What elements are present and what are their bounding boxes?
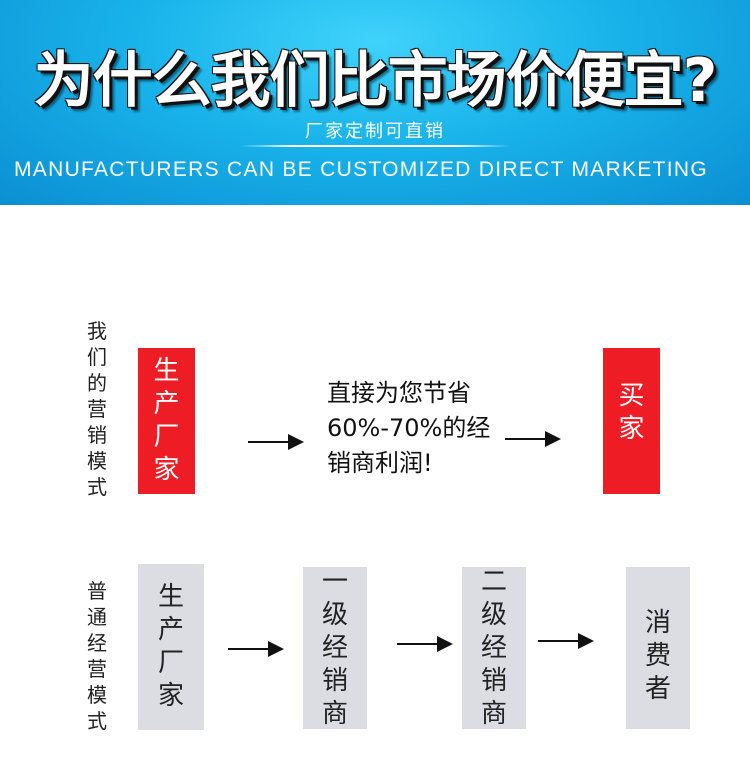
box-char: 厂 <box>153 422 180 452</box>
label-char: 营 <box>87 397 107 421</box>
banner-subtitle: 厂家定制可直销 <box>305 121 445 142</box>
normal-producer-box: 生 产 厂 家 <box>138 564 204 730</box>
arrow-right-icon <box>397 636 453 652</box>
box-char: 费 <box>644 641 671 671</box>
box-char: 商 <box>321 698 348 729</box>
label-char: 的 <box>87 371 107 395</box>
label-char: 普 <box>87 579 107 603</box>
box-char: 家 <box>157 681 184 711</box>
arrow-right-icon <box>505 431 561 447</box>
box-char: 一 <box>321 566 348 597</box>
box-char: 家 <box>618 414 645 444</box>
consumer-box: 消 费 者 <box>626 567 690 729</box>
box-char: 买 <box>618 381 645 411</box>
label-char: 们 <box>87 345 107 369</box>
savings-line: 销商利润! <box>327 449 433 477</box>
label-char: 营 <box>87 657 107 681</box>
level2-distributor-box: 二 级 经 销 商 <box>462 567 526 729</box>
box-char: 生 <box>153 356 180 386</box>
box-char: 家 <box>153 455 180 485</box>
page-title: 为什么我们比市场价便宜? <box>33 46 718 116</box>
label-char: 式 <box>87 709 107 733</box>
label-char: 模 <box>87 449 107 473</box>
savings-line: 直接为您节省 <box>327 379 471 407</box>
label-char: 模 <box>87 683 107 707</box>
box-char: 生 <box>157 582 184 612</box>
box-char: 销 <box>321 665 348 696</box>
banner-divider <box>240 145 510 147</box>
box-char: 级 <box>321 599 348 630</box>
savings-line: 60%-70%的经 <box>327 414 491 442</box>
arrow-right-icon <box>228 641 284 657</box>
label-char: 式 <box>87 475 107 499</box>
box-char: 产 <box>153 389 180 419</box>
level1-distributor-box: 一 级 经 销 商 <box>303 567 367 729</box>
box-char: 商 <box>480 698 507 729</box>
box-char: 厂 <box>157 648 184 678</box>
header-banner: 为什么我们比市场价便宜? 厂家定制可直销 MANUFACTURERS CAN B… <box>0 0 750 205</box>
box-char: 二 <box>480 566 507 597</box>
box-char: 消 <box>644 608 671 638</box>
label-char: 我 <box>87 319 107 343</box>
arrow-right-icon <box>538 633 594 649</box>
box-char: 级 <box>480 599 507 630</box>
buyer-box: 买 家 <box>603 348 660 494</box>
our-model-label: 我 们 的 营 销 模 式 <box>84 318 110 500</box>
box-char: 产 <box>157 615 184 645</box>
savings-text: 直接为您节省 60%-70%的经 销商利润! <box>327 376 517 481</box>
box-char: 者 <box>644 674 671 704</box>
label-char: 通 <box>87 605 107 629</box>
arrow-right-icon <box>248 434 304 450</box>
box-char: 经 <box>321 632 348 663</box>
box-char: 销 <box>480 665 507 696</box>
label-char: 经 <box>87 631 107 655</box>
label-char: 销 <box>87 423 107 447</box>
banner-english-tagline: MANUFACTURERS CAN BE CUSTOMIZED DIRECT M… <box>14 158 709 181</box>
normal-model-label: 普 通 经 营 模 式 <box>84 578 110 734</box>
box-char: 经 <box>480 632 507 663</box>
our-producer-box: 生 产 厂 家 <box>138 348 195 494</box>
